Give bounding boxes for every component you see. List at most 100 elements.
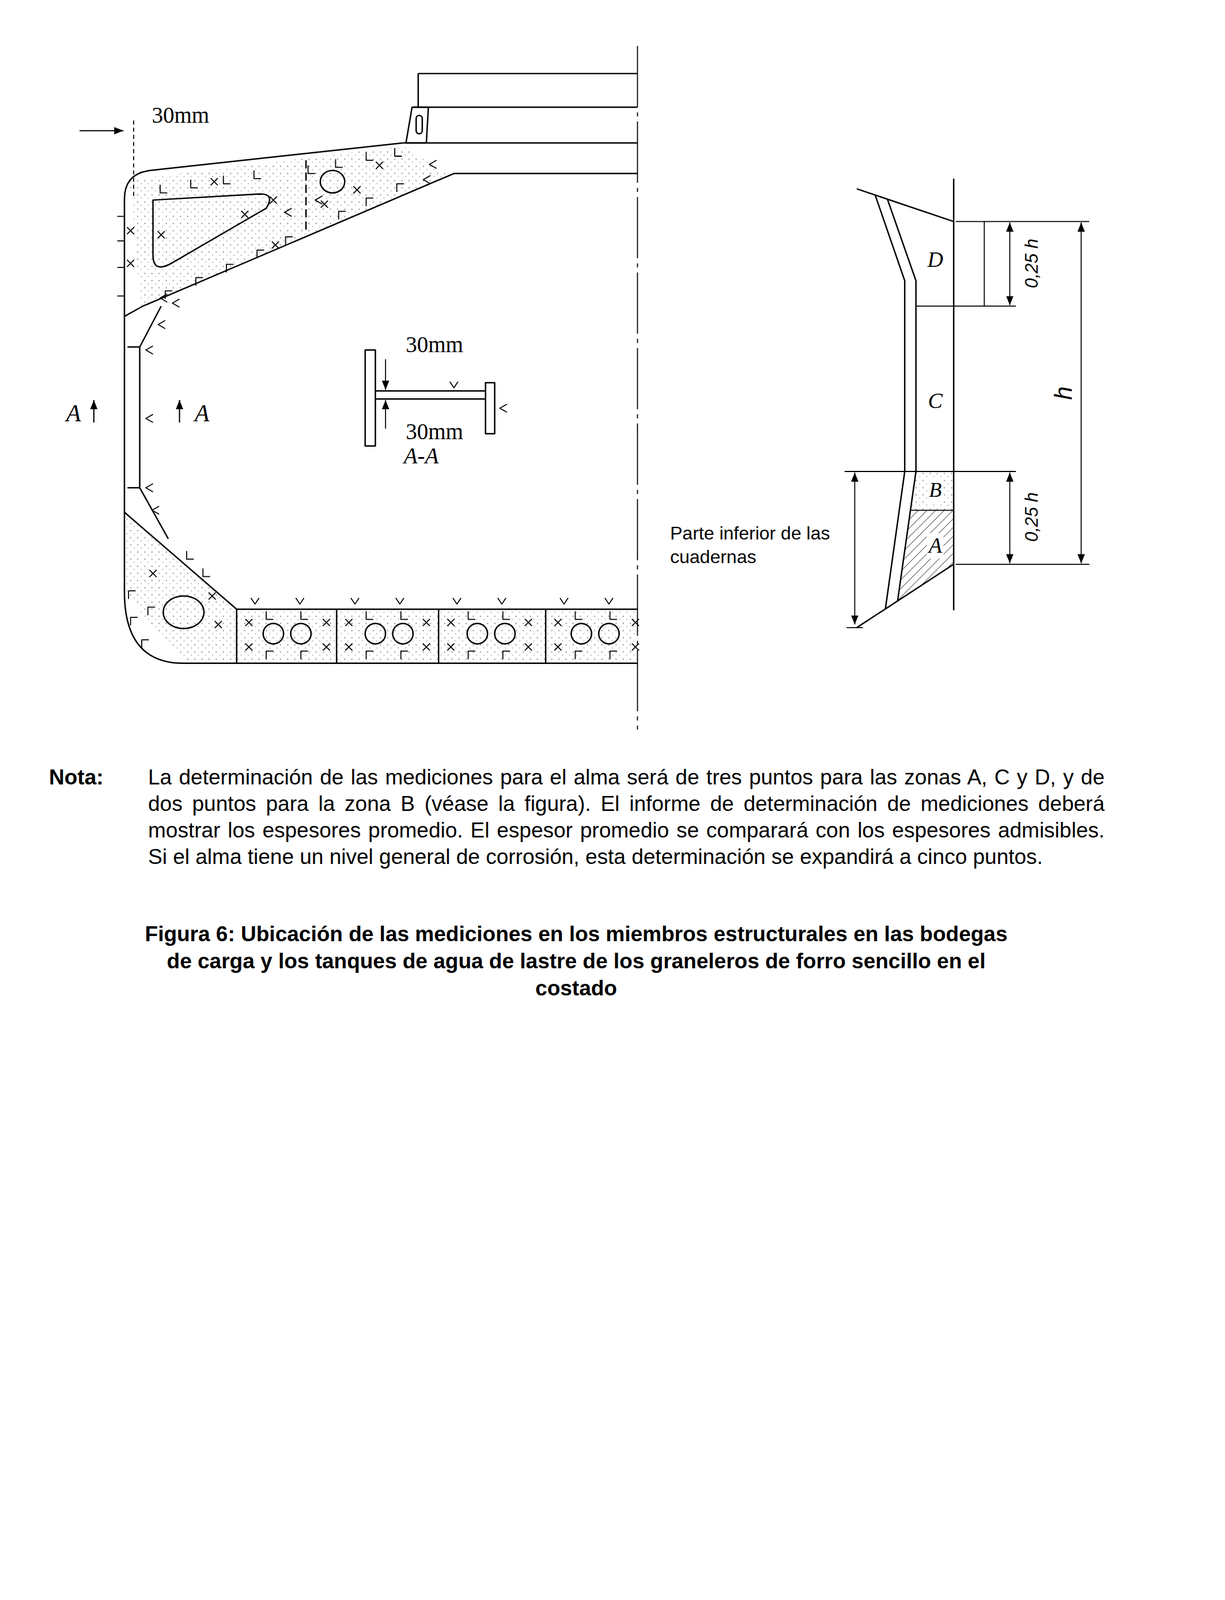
weld-symbol: [394, 148, 402, 157]
weld-symbol: [575, 611, 582, 620]
weld-symbol: [375, 161, 383, 169]
topside-slope: [124, 173, 638, 317]
section-arrow: [93, 399, 95, 423]
callout-text: Parte inferior de las cuadernas: [670, 521, 835, 569]
weld-symbol: [300, 611, 308, 620]
dimension-label: 30mm: [405, 331, 464, 358]
floor-hole: [365, 623, 386, 644]
figure-caption: Figura 6: Ubicación de las mediciones en…: [138, 920, 1015, 1002]
weld-symbol: [468, 611, 476, 620]
dimension-arrow: [1009, 472, 1011, 564]
section-arrow: [178, 399, 180, 423]
note-heading: Nota:: [48, 764, 104, 791]
weld-symbol: [256, 250, 264, 259]
weld-symbol: [575, 651, 582, 660]
weld-symbol: [422, 643, 430, 650]
coaming-bracket: [406, 107, 429, 143]
dimension-arrow: [854, 472, 856, 625]
weld-symbol: [345, 643, 353, 650]
weld-symbol: [245, 643, 253, 650]
weld-symbol: [117, 240, 125, 242]
weld-symbol: [157, 320, 165, 329]
weld-symbol: [365, 651, 373, 660]
zone-letter: A: [927, 532, 944, 559]
weld-symbol: [269, 196, 277, 204]
shell-line: [953, 178, 955, 611]
weld-symbol: [295, 598, 304, 605]
side-frame: [127, 305, 169, 539]
frame-zones-sketch: [844, 178, 1090, 628]
weld-symbol: [202, 568, 210, 577]
upper-bracket-line: [856, 188, 954, 222]
frame-edge: [887, 198, 917, 601]
weld-symbol: [322, 618, 330, 626]
weld-symbol: [285, 236, 293, 245]
zone-d-line: [983, 221, 985, 306]
weld-symbol: [401, 651, 408, 660]
weld-symbol: [610, 651, 618, 660]
dimension-arrow: [384, 358, 387, 390]
web-opening: [153, 194, 270, 268]
weld-symbol: [149, 569, 157, 577]
weld-symbol: [397, 183, 404, 192]
weld-symbol: [452, 598, 461, 605]
shell-and-deck: [124, 142, 403, 592]
weld-symbol: [338, 211, 346, 220]
coaming-slot: [416, 115, 423, 134]
zone-a-hatch: [897, 509, 954, 601]
weld-symbol: [271, 241, 279, 249]
section-mark: A: [194, 399, 210, 427]
weld-symbol: [524, 643, 532, 650]
hopper-hole: [163, 595, 204, 629]
weld-symbol: [497, 598, 506, 605]
floor-hole: [263, 623, 284, 644]
note-text: La determinación de las mediciones para …: [148, 764, 1105, 871]
floor-hole: [392, 623, 414, 644]
weld-symbol: [117, 295, 125, 297]
shell-plate-section: [365, 349, 376, 446]
topside-tank-fill: [129, 145, 449, 308]
weld-symbol: [605, 598, 614, 605]
section-label: A-A: [403, 443, 440, 470]
floor-hole: [598, 623, 619, 644]
frame-web-section: [375, 390, 486, 399]
zone-letter: D: [927, 247, 944, 274]
weld-symbol: [554, 618, 562, 626]
dimension-arrow: [384, 399, 387, 429]
web-line: [305, 160, 307, 233]
weld-symbol: [126, 259, 134, 267]
weld-symbol: [245, 618, 253, 626]
section-mark: A: [66, 399, 82, 427]
weld-symbol: [345, 618, 353, 626]
floor-hole: [467, 623, 488, 644]
weld-symbol: [468, 651, 476, 660]
weld-symbol: [128, 590, 136, 599]
midship-section: [79, 46, 640, 730]
weld-symbol: [447, 643, 455, 650]
weld-symbol: [322, 643, 330, 650]
weld-symbol: [300, 651, 308, 660]
weld-symbol: [157, 231, 165, 238]
weld-symbol: [210, 178, 218, 185]
deck-lines: [402, 73, 638, 143]
weld-symbol: [423, 175, 431, 184]
weld-symbol: [214, 620, 222, 628]
dimension-arrow: [1080, 222, 1083, 563]
dimension-label: 30mm: [405, 418, 464, 445]
weld-symbol: [395, 598, 404, 605]
zone-letter: B: [927, 478, 944, 503]
weld-symbol: [284, 208, 292, 217]
weld-symbol: [610, 611, 618, 620]
weld-symbol: [266, 651, 274, 660]
weld-symbol: [160, 184, 168, 194]
weld-symbol: [524, 618, 532, 626]
weld-symbol: [308, 165, 316, 174]
weld-symbol: [632, 618, 640, 626]
double-bottom-fill: [236, 609, 638, 663]
weld-symbol: [172, 299, 180, 308]
weld-symbol: [145, 414, 153, 423]
floor-hole: [571, 623, 592, 644]
weld-symbol: [503, 611, 510, 620]
hopper-tank-fill: [125, 513, 237, 663]
